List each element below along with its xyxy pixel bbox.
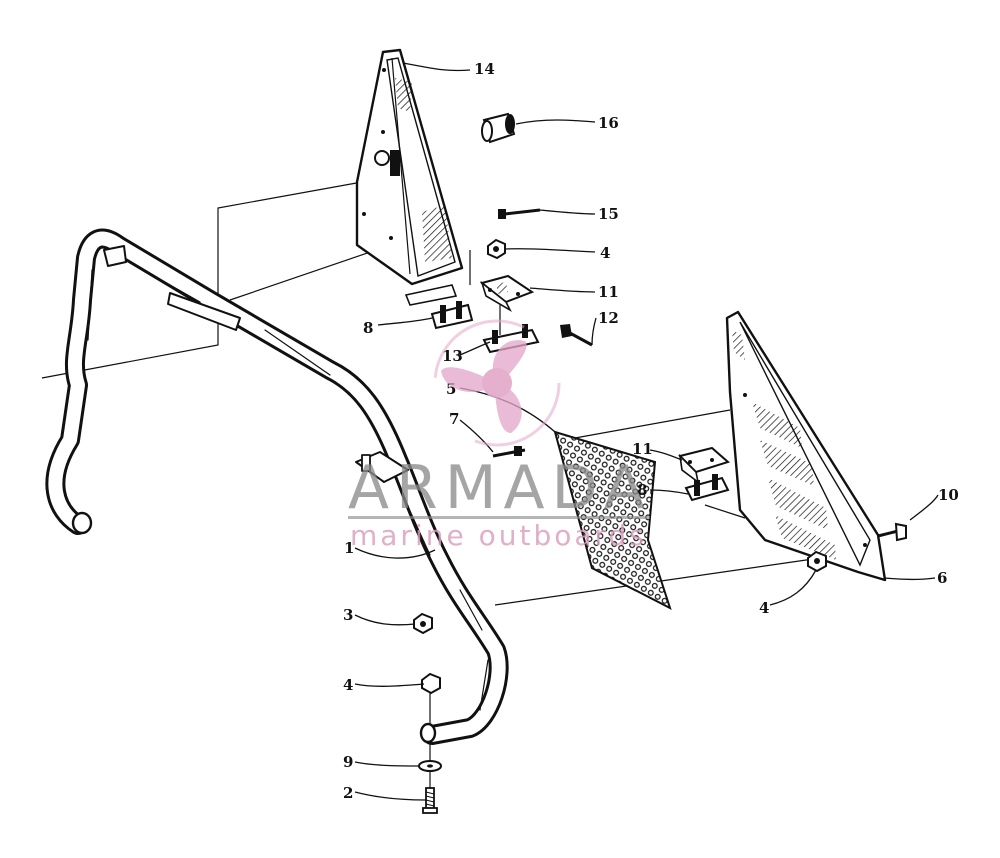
callout-12: 12 bbox=[598, 309, 619, 327]
callout-1: 1 bbox=[344, 539, 354, 557]
callout-8-lower: 8 bbox=[637, 481, 647, 499]
part-4-nut-upper bbox=[487, 238, 506, 260]
callout-6: 6 bbox=[937, 569, 947, 587]
part-4-nut-lower-right bbox=[807, 550, 827, 573]
watermark-tagline: marine outboards bbox=[350, 519, 647, 552]
part-2-bolt bbox=[422, 787, 438, 814]
callout-4-lower-right: 4 bbox=[759, 599, 769, 617]
part-1-bumper-frame bbox=[45, 228, 509, 745]
part-7-screw bbox=[492, 446, 526, 458]
propeller-icon bbox=[433, 319, 561, 447]
callout-11-lower: 11 bbox=[632, 440, 653, 458]
part-10-screw bbox=[877, 522, 907, 542]
leader-lines bbox=[354, 62, 939, 801]
part-8-clip-lower bbox=[684, 474, 730, 502]
callout-16: 16 bbox=[598, 114, 619, 132]
part-15-screw bbox=[498, 208, 541, 219]
watermark: ARMADA marine outboards bbox=[348, 319, 652, 552]
callout-9: 9 bbox=[343, 753, 353, 771]
callout-4-bottom: 4 bbox=[343, 676, 353, 694]
callout-4-upper: 4 bbox=[600, 244, 610, 262]
part-11-bracket-upper bbox=[479, 274, 535, 313]
part-16-bushing bbox=[481, 112, 516, 144]
part-5-mesh-screen bbox=[553, 430, 672, 610]
watermark-brand: ARMADA bbox=[348, 453, 652, 523]
part-3-nut bbox=[413, 612, 433, 635]
callout-2: 2 bbox=[343, 784, 353, 802]
callout-labels: 14 16 15 4 11 12 8 13 5 7 11 8 10 1 6 4 … bbox=[343, 60, 959, 802]
part-9-washer bbox=[418, 760, 442, 772]
callout-3: 3 bbox=[343, 606, 353, 624]
part-6-side-panel bbox=[725, 310, 887, 582]
part-14-side-panel bbox=[355, 48, 464, 286]
callout-11-upper: 11 bbox=[598, 283, 619, 301]
callout-15: 15 bbox=[598, 205, 619, 223]
callout-14: 14 bbox=[474, 60, 495, 78]
callout-8-upper: 8 bbox=[363, 319, 373, 337]
callout-5: 5 bbox=[446, 380, 456, 398]
part-13-clip bbox=[482, 324, 540, 354]
part-11-bracket-lower bbox=[678, 446, 731, 484]
callout-13: 13 bbox=[442, 347, 463, 365]
part-12-screw bbox=[560, 324, 593, 347]
callout-10: 10 bbox=[938, 486, 959, 504]
part-4-nut-bottom bbox=[421, 672, 441, 695]
watermark-underline bbox=[348, 516, 650, 519]
callout-7: 7 bbox=[449, 410, 459, 428]
part-8-clip-upper bbox=[404, 284, 474, 330]
